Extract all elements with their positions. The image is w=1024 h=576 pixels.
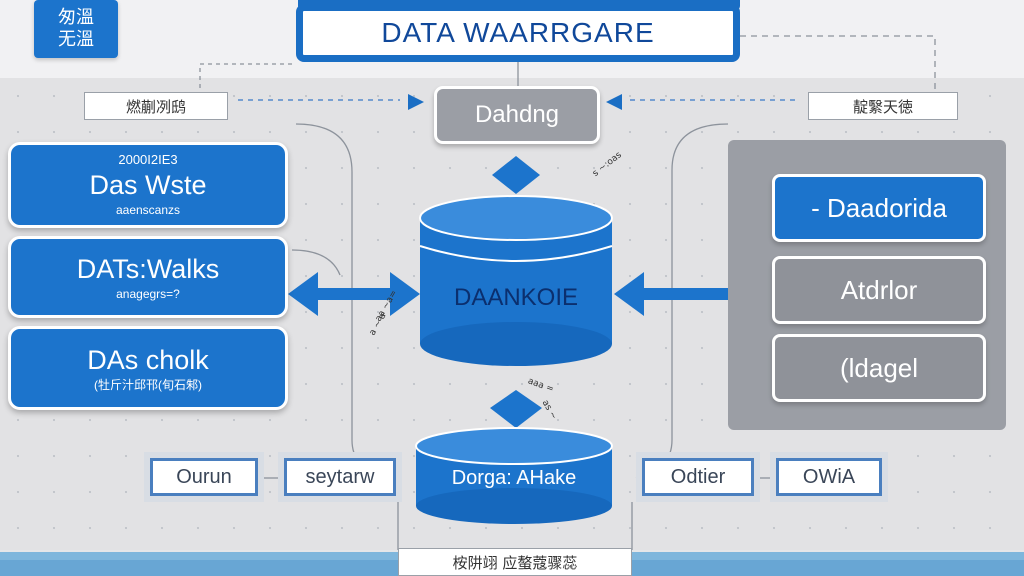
warehouse-cylinder bbox=[419, 195, 613, 366]
left-double-arrow bbox=[288, 272, 420, 316]
logo-line-1: 匆溫 bbox=[58, 7, 94, 28]
source-card-3-title: DAs cholk bbox=[87, 345, 209, 375]
diamond-connector-top bbox=[492, 156, 540, 194]
bottom-section-tag: 桉阱翊 应螯蔻骤蕊 bbox=[398, 548, 632, 576]
lake-cylinder bbox=[415, 427, 613, 524]
source-card-1-sub: aaenscanzs bbox=[115, 203, 181, 217]
source-card-2-title: DATs:Walks bbox=[76, 254, 220, 284]
brand-logo: 匆溫 无溫 bbox=[34, 0, 118, 58]
arrow-left-icon bbox=[408, 94, 424, 110]
arrow-right-icon bbox=[606, 94, 622, 110]
top-node-button[interactable]: Dahdng bbox=[434, 86, 600, 144]
source-card-1-title: Das Wste bbox=[89, 170, 207, 200]
bottom-box-2[interactable]: seytarw bbox=[278, 452, 402, 502]
bottom-box-1[interactable]: Ourun bbox=[144, 452, 264, 502]
warehouse-label: DAANKOIE bbox=[453, 284, 579, 311]
bottom-box-3[interactable]: Odtier bbox=[636, 452, 760, 502]
right-box-3[interactable]: (ldagel bbox=[772, 334, 986, 402]
page-title: DATA WAARRGARE bbox=[296, 4, 740, 62]
logo-line-2: 无溫 bbox=[58, 29, 94, 50]
source-card-3-sub: (牡斤汁邱邗(旬石邾) bbox=[94, 378, 202, 392]
bottom-box-4[interactable]: OWiA bbox=[770, 452, 888, 502]
diamond-connector-bottom bbox=[490, 390, 542, 428]
right-box-2[interactable]: Atdrlor bbox=[772, 256, 986, 324]
source-card-2[interactable]: DATs:Walks anagegrs=? bbox=[8, 236, 288, 318]
right-section-tag: 靛繄天徳 bbox=[808, 92, 958, 120]
source-card-1-caption: 2000I2IE3 bbox=[118, 152, 178, 167]
source-card-1[interactable]: 2000I2IE3 Das Wste aaenscanzs bbox=[8, 142, 288, 228]
source-card-3[interactable]: DAs cholk (牡斤汁邱邗(旬石邾) bbox=[8, 326, 288, 410]
lake-label: Dorga: AHake bbox=[451, 466, 577, 489]
right-box-1[interactable]: - Daadorida bbox=[772, 174, 986, 242]
left-section-tag: 燃蒯冽鸱 bbox=[84, 92, 228, 120]
source-card-2-sub: anagegrs=? bbox=[116, 287, 180, 301]
